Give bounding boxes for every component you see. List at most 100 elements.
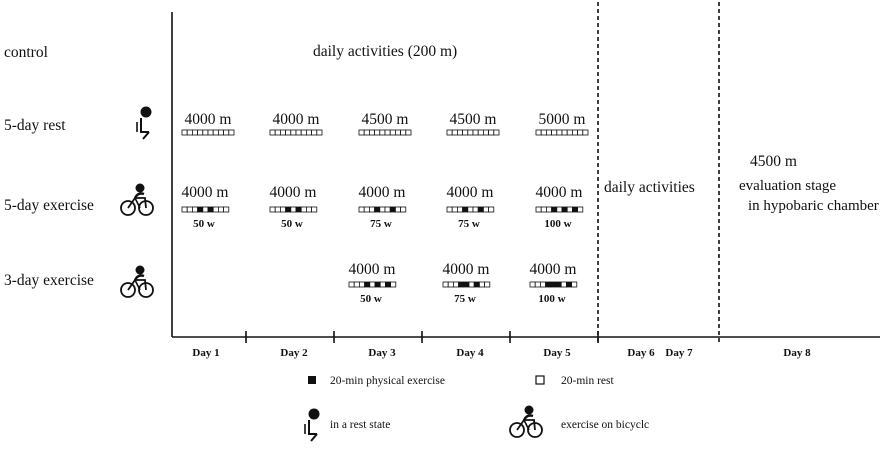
altitude-label: 4000 m <box>270 184 317 201</box>
eval-stage-line1: evaluation stage <box>739 178 836 194</box>
exercise-block <box>384 281 391 288</box>
rest-block <box>358 281 365 288</box>
exercise-block <box>473 281 480 288</box>
rest-block <box>305 206 312 213</box>
rest-block <box>274 206 281 213</box>
exercise-block <box>551 206 558 213</box>
altitude-label: 5000 m <box>539 111 586 128</box>
rest-block <box>290 206 297 213</box>
rest-block <box>446 206 453 213</box>
rest-legend-swatch <box>535 375 545 385</box>
rest-block <box>197 129 204 136</box>
day-label: Day 2 <box>280 347 308 359</box>
session-blocks <box>181 206 230 213</box>
exercise-block <box>561 206 568 213</box>
rest-block <box>279 206 286 213</box>
rest-block <box>384 206 391 213</box>
rest-block <box>452 281 459 288</box>
watt-label: 50 w <box>193 218 215 230</box>
rest-block <box>468 281 475 288</box>
rest-block <box>560 281 567 288</box>
session-blocks <box>358 206 407 213</box>
rest-block <box>400 206 407 213</box>
altitude-label: 4000 m <box>359 184 406 201</box>
rest-block <box>186 129 193 136</box>
exercise-block <box>374 206 381 213</box>
rest-block <box>274 129 281 136</box>
rest-block <box>300 206 307 213</box>
rest-block <box>472 129 479 136</box>
rest-block <box>462 129 469 136</box>
watt-label: 100 w <box>538 293 565 305</box>
rest-block <box>390 281 397 288</box>
rest-block <box>456 129 463 136</box>
rest-block <box>561 129 568 136</box>
exercise-block <box>566 281 573 288</box>
rest-block <box>363 129 370 136</box>
rest-block <box>456 206 463 213</box>
exercise-block <box>462 206 469 213</box>
legend-exercise: 20-min physical exercise <box>330 375 445 387</box>
rest-block <box>472 206 479 213</box>
rest-block <box>348 281 355 288</box>
rest-block <box>368 129 375 136</box>
bicycle-person-icon <box>119 264 155 299</box>
rest-block <box>571 281 578 288</box>
altitude-label: 4000 m <box>536 184 583 201</box>
eval-altitude: 4500 m <box>750 153 797 170</box>
rest-block <box>217 129 224 136</box>
rest-block <box>540 206 547 213</box>
daily-activities-label: daily activities <box>604 179 695 196</box>
rest-block <box>311 206 318 213</box>
rest-block <box>358 129 365 136</box>
bicycle-person-icon <box>508 404 544 439</box>
rest-block <box>223 206 230 213</box>
exercise-block <box>555 281 562 288</box>
rest-person-icon <box>304 407 321 442</box>
legend-rest: 20-min rest <box>561 375 615 387</box>
exercise-block <box>550 281 557 288</box>
rest-block <box>223 129 230 136</box>
rest-block <box>405 129 412 136</box>
session-blocks <box>529 281 578 288</box>
rest-block <box>228 129 235 136</box>
rest-block <box>384 129 391 136</box>
altitude-label: 4000 m <box>443 261 490 278</box>
rest-block <box>446 129 453 136</box>
altitude-label: 4000 m <box>530 261 577 278</box>
day-label: Day 7 <box>665 347 693 359</box>
rest-block <box>311 129 318 136</box>
rest-block <box>379 206 386 213</box>
exercise-block <box>364 281 371 288</box>
session-blocks <box>358 129 412 136</box>
rest-block <box>566 206 573 213</box>
rest-block <box>546 129 553 136</box>
rest-block <box>529 281 536 288</box>
watt-label: 100 w <box>544 218 571 230</box>
eval-stage-line2: in hypobaric chamber <box>748 198 879 214</box>
rest-block <box>202 206 209 213</box>
exercise-block <box>545 281 552 288</box>
rest-block <box>363 206 370 213</box>
bicycle-person-icon <box>119 182 155 217</box>
exercise-block <box>374 281 381 288</box>
row-label-5day-rest: 5-day rest <box>4 117 66 134</box>
rest-block <box>207 129 214 136</box>
session-blocks <box>446 129 500 136</box>
rest-block <box>305 129 312 136</box>
rest-block <box>394 129 401 136</box>
legend-bicycle: exercise on bicyclc <box>561 419 649 431</box>
rest-block <box>551 129 558 136</box>
rest-block <box>546 206 553 213</box>
rest-block <box>285 129 292 136</box>
rest-block <box>269 206 276 213</box>
day-label: Day 4 <box>456 347 484 359</box>
rest-block <box>379 281 386 288</box>
exercise-legend-swatch <box>308 376 316 384</box>
rest-block <box>394 206 401 213</box>
rest-block <box>374 129 381 136</box>
session-blocks <box>269 206 318 213</box>
exercise-block <box>207 206 214 213</box>
